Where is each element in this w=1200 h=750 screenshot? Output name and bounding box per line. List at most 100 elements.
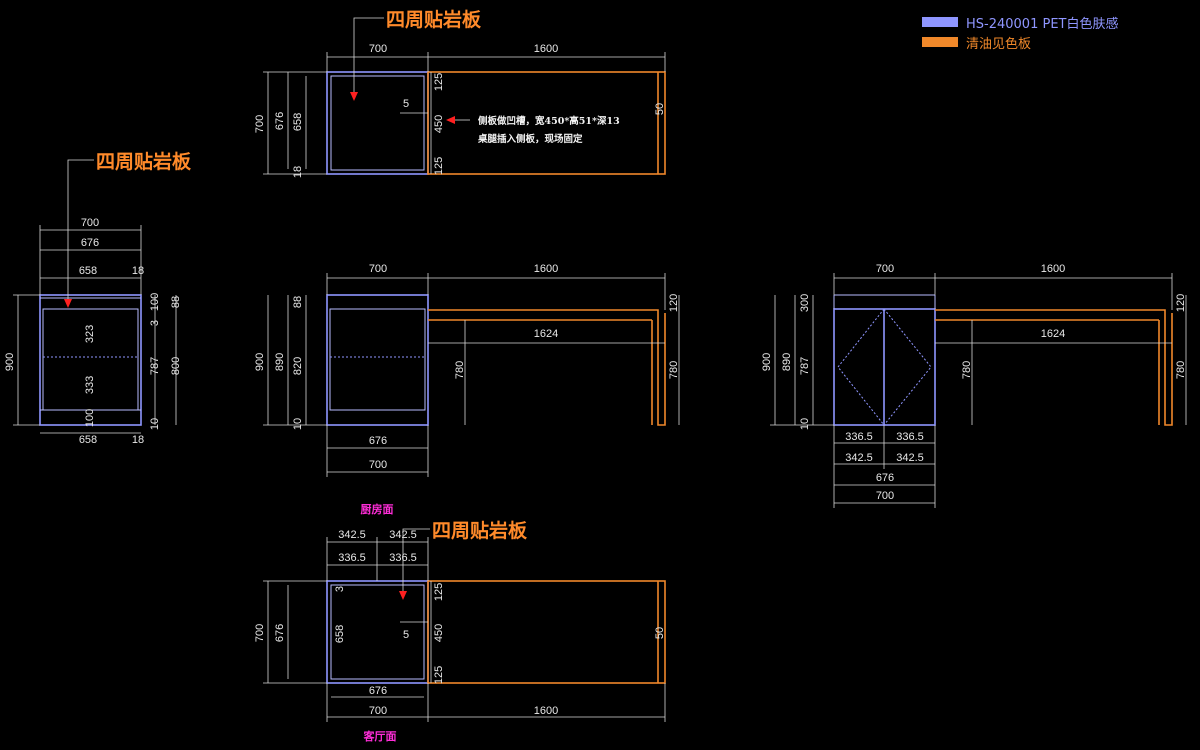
- tabletop-outline: [427, 580, 666, 684]
- door-swing-left: [837, 308, 885, 426]
- dim-back-10: 10: [799, 418, 811, 430]
- note-line-1: 侧板做凹槽，宽450*高51*深13: [478, 115, 620, 127]
- dim-front-890: 890: [274, 353, 286, 371]
- dim-front-table: 1600: [534, 263, 558, 275]
- dim-side-height: 900: [4, 353, 16, 371]
- dim-back-clear: 780: [961, 361, 973, 379]
- table-top-and-leg: [428, 309, 666, 426]
- cabinet-front-inner: [329, 308, 426, 411]
- dim-segment-bottom: 125: [433, 157, 445, 175]
- dim-top-88: 88: [170, 296, 182, 308]
- cabinet-front-outline: [326, 294, 429, 426]
- dim-gap: 3: [149, 320, 161, 326]
- dim-back-inner: 676: [876, 472, 894, 484]
- dim-back-span: 1624: [1041, 328, 1065, 340]
- dim-front-10: 10: [292, 418, 304, 430]
- dim-bp-door-left: 336.5: [338, 552, 366, 564]
- dim-base: 10: [149, 418, 161, 430]
- legend-item-oil: 清油见色板: [922, 32, 1118, 52]
- label-living-side: 客厅面: [363, 729, 397, 743]
- bottom-plan-view: 厨房面 342.5 342.5 336.5 336.5 700 676 3 65…: [254, 502, 666, 743]
- label-kitchen-side: 厨房面: [361, 502, 394, 516]
- callout-leader: [353, 17, 384, 95]
- dim-bp-seg-bottom: 125: [433, 666, 445, 684]
- dim-bp-leg: 50: [654, 627, 666, 639]
- legend-item-pet: HS-240001 PET白色肤感: [922, 12, 1118, 32]
- dim-body-800: 800: [170, 357, 182, 375]
- dim-bp-gap: 3: [334, 586, 346, 592]
- callout-leader: [67, 159, 94, 302]
- material-legend: HS-240001 PET白色肤感 清油见色板: [922, 12, 1118, 52]
- dim-front-88: 88: [292, 296, 304, 308]
- dim-back-300: 300: [799, 294, 811, 312]
- dim-table-top-thick: 120: [668, 294, 680, 312]
- dim-front-bottom-inner: 676: [369, 435, 387, 447]
- dim-table-clear: 780: [454, 361, 466, 379]
- dim-upper-bay: 323: [84, 325, 96, 343]
- dim-side-bottom-clear: 658: [79, 434, 97, 446]
- cabinet-outline: [326, 71, 429, 175]
- dim-half-right: 342.5: [896, 452, 924, 464]
- callout-bottom-plan: 四周贴岩板: [432, 519, 528, 542]
- dim-side-bottom-panel: 18: [132, 434, 144, 446]
- dim-bp-half-left: 342.5: [338, 529, 366, 541]
- dim-front-820: 820: [292, 357, 304, 375]
- dim-body: 787: [149, 357, 161, 375]
- tabletop-outline: [427, 71, 666, 175]
- note-line-2: 桌腿插入侧板，现场固定: [477, 133, 583, 145]
- dim-back-height: 900: [761, 353, 773, 371]
- callout-arrow: [64, 299, 72, 308]
- dim-lower-bay: 333: [84, 376, 96, 394]
- top-plan-view: 700 1600 700 676 658 18 125 450 125 5 50…: [254, 8, 666, 178]
- legend-label-oil: 清油见色板: [966, 36, 1032, 52]
- dim-side-clear: 658: [79, 265, 97, 277]
- dim-bp-inner: 676: [274, 624, 286, 642]
- legend-label-pet: HS-240001 PET白色肤感: [966, 16, 1119, 32]
- callout-top-plan: 四周贴岩板: [386, 8, 482, 31]
- legend-swatch-oil: [922, 37, 958, 47]
- dim-back-890: 890: [781, 353, 793, 371]
- dim-panel: 18: [292, 166, 304, 178]
- dim-back-table-height: 780: [1175, 361, 1187, 379]
- dim-front-height: 900: [254, 353, 266, 371]
- legend-swatch-pet: [922, 17, 958, 27]
- dim-table-length: 1600: [534, 43, 558, 55]
- side-section-view: 700 676 658 18 900 323 333 100 100 3 787…: [4, 150, 192, 446]
- dim-bp-bottom-inner: 676: [369, 685, 387, 697]
- callout-leader: [402, 528, 430, 594]
- dim-bp-depth: 700: [254, 624, 266, 642]
- dim-depth: 700: [254, 115, 266, 133]
- callout-side-section: 四周贴岩板: [96, 150, 192, 173]
- dim-half-left: 342.5: [845, 452, 873, 464]
- dim-clear-depth: 658: [292, 113, 304, 131]
- dim-bp-clear: 658: [334, 625, 346, 643]
- dim-side-width: 700: [81, 217, 99, 229]
- dim-side-inner: 676: [81, 237, 99, 249]
- dim-bp-table-length: 1600: [534, 705, 558, 717]
- dim-top-band: 100: [149, 293, 161, 311]
- dim-back-width: 700: [876, 263, 894, 275]
- dim-back-top-thick: 120: [1175, 294, 1187, 312]
- dim-bp-seg-top: 125: [433, 583, 445, 601]
- dim-inner-depth: 676: [274, 112, 286, 130]
- dim-back-total: 700: [876, 490, 894, 502]
- dim-back-787: 787: [799, 357, 811, 375]
- table-top-and-leg: [935, 309, 1173, 426]
- dim-table-span: 1624: [534, 328, 558, 340]
- dim-door-right: 336.5: [896, 431, 924, 443]
- back-elevation-view: 700 1600 900 890 300 787 10 1624 780 120…: [761, 263, 1187, 508]
- dim-front-bottom-width: 700: [369, 459, 387, 471]
- cabinet-side-outline: [39, 294, 142, 426]
- dim-plinth: 100: [84, 409, 96, 427]
- callout-arrow: [399, 591, 407, 600]
- dim-groove: 450: [433, 115, 445, 133]
- front-elevation-view: 700 1600 900 890 88 820 10 1624 780 120 …: [254, 263, 680, 477]
- dim-groove-depth: 5: [403, 98, 409, 110]
- dim-table-height: 780: [668, 361, 680, 379]
- dim-bp-bottom-width: 700: [369, 705, 387, 717]
- dim-door-left: 336.5: [845, 431, 873, 443]
- dim-leg-thickness: 50: [654, 103, 666, 115]
- dim-bp-groove-depth: 5: [403, 629, 409, 641]
- cabinet-inner-outline: [330, 75, 425, 171]
